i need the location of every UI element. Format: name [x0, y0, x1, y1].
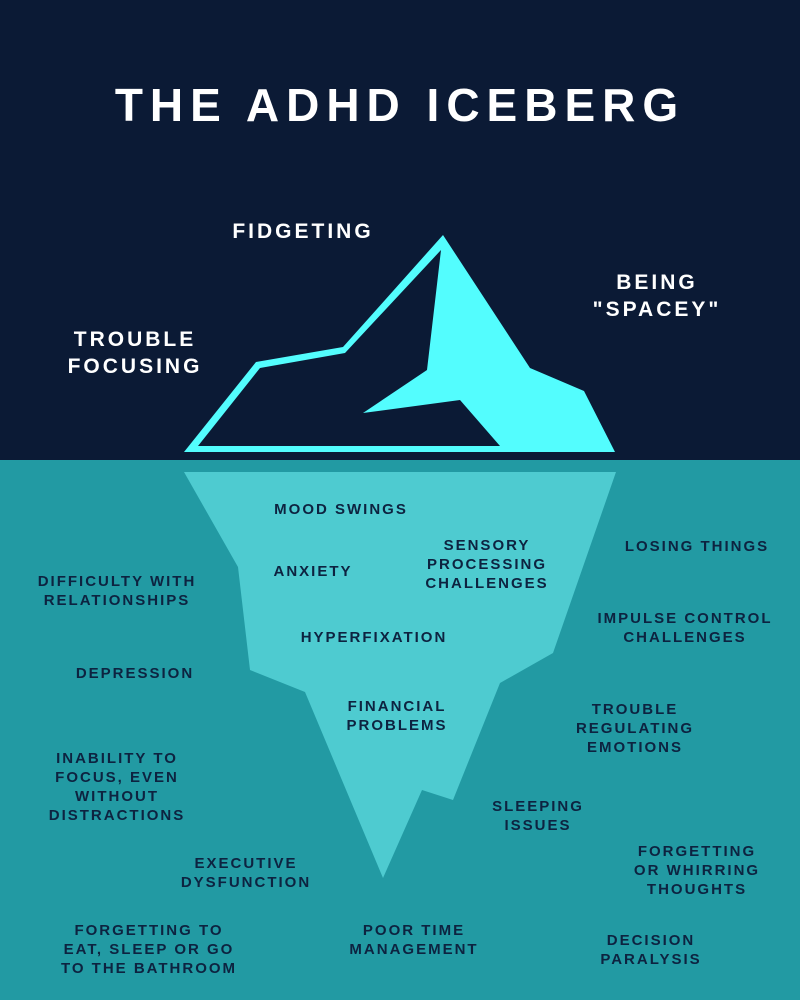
label-line: ANXIETY	[273, 563, 353, 580]
page-title: THE ADHD ICEBERG	[114, 79, 686, 131]
visible-symptom-label: BEING "SPACEY"	[593, 269, 722, 323]
label-line: SENSORY	[443, 537, 531, 554]
visible-symptom-label: FIDGETING	[232, 218, 373, 245]
label-line: THOUGHTS	[646, 881, 748, 898]
visible-symptom-label: TROUBLE FOCUSING	[68, 326, 203, 380]
label-line: FIDGETING	[232, 220, 374, 243]
label-line: CHALLENGES	[425, 575, 549, 592]
label-line: FORGETTING TO	[74, 922, 224, 939]
label-line: MANAGEMENT	[349, 941, 479, 958]
label-line: DIFFICULTY WITH	[37, 573, 197, 590]
label-line: FORGETTING	[637, 843, 757, 860]
hidden-symptom-label: TROUBLE REGULATING EMOTIONS	[576, 700, 694, 757]
hidden-symptom-label: DEPRESSION	[76, 664, 194, 683]
label-line: FOCUSING	[67, 355, 203, 378]
hidden-symptom-label: POOR TIME MANAGEMENT	[349, 921, 478, 959]
hidden-symptom-label: ANXIETY	[273, 562, 352, 581]
label-line: CHALLENGES	[623, 629, 747, 646]
label-line: EXECUTIVE	[194, 855, 298, 872]
label-line: LOSING THINGS	[624, 538, 770, 555]
hidden-symptom-label: SENSORY PROCESSING CHALLENGES	[425, 536, 548, 593]
label-line: EMOTIONS	[586, 739, 683, 756]
hidden-symptom-label: DIFFICULTY WITH RELATIONSHIPS	[38, 572, 197, 610]
label-line: WITHOUT	[75, 788, 159, 805]
iceberg-underwater	[184, 472, 616, 878]
label-line: TROUBLE	[73, 328, 197, 351]
label-line: SLEEPING	[492, 798, 584, 815]
label-line: BEING	[616, 271, 698, 294]
label-line: TO THE BATHROOM	[60, 960, 238, 977]
label-line: TROUBLE	[591, 701, 679, 718]
hidden-symptom-label: FINANCIAL PROBLEMS	[346, 697, 447, 735]
label-line: EAT, SLEEP OR GO	[63, 941, 235, 958]
label-line: POOR TIME	[362, 922, 466, 939]
label-line: IMPULSE CONTROL	[597, 610, 773, 627]
label-line: FINANCIAL	[347, 698, 447, 715]
label-line: FOCUS, EVEN	[55, 769, 179, 786]
label-line: OR WHIRRING	[633, 862, 761, 879]
hidden-symptom-label: HYPERFIXATION	[301, 628, 448, 647]
hidden-symptom-label: IMPULSE CONTROL CHALLENGES	[598, 609, 773, 647]
label-line: HYPERFIXATION	[300, 629, 448, 646]
label-line: PARALYSIS	[600, 951, 702, 968]
hidden-symptom-label: FORGETTING OR WHIRRING THOUGHTS	[634, 842, 760, 899]
label-line: DECISION	[606, 932, 696, 949]
hidden-symptom-label: DECISION PARALYSIS	[600, 931, 701, 969]
hidden-symptom-label: EXECUTIVE DYSFUNCTION	[181, 854, 311, 892]
label-line: REGULATING	[575, 720, 695, 737]
hidden-symptom-label: INABILITY TO FOCUS, EVEN WITHOUT DISTRACTIO…	[49, 749, 186, 825]
iceberg-tip-shadow	[198, 250, 500, 446]
label-line: DYSFUNCTION	[180, 874, 312, 891]
label-line: MOOD SWINGS	[274, 501, 408, 518]
hidden-symptom-label: MOOD SWINGS	[274, 500, 408, 519]
label-line: PROCESSING	[426, 556, 548, 573]
label-line: "SPACEY"	[592, 298, 722, 321]
label-line: DISTRACTIONS	[48, 807, 186, 824]
label-line: INABILITY TO	[56, 750, 178, 767]
label-line: DEPRESSION	[75, 665, 195, 682]
hidden-symptom-label: SLEEPING ISSUES	[492, 797, 584, 835]
label-line: ISSUES	[504, 817, 572, 834]
label-line: RELATIONSHIPS	[43, 592, 191, 609]
hidden-symptom-label: FORGETTING TO EAT, SLEEP OR GO TO THE BATH…	[61, 921, 237, 978]
hidden-symptom-label: LOSING THINGS	[625, 537, 769, 556]
label-line: PROBLEMS	[346, 717, 448, 734]
